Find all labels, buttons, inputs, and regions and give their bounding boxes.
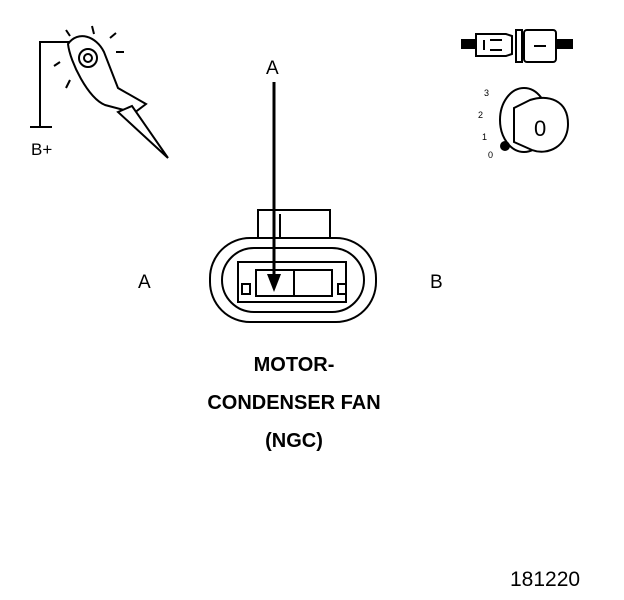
test-light-probe-icon [30, 25, 169, 159]
ignition-position-3: 3 [484, 88, 490, 98]
supply-label: B+ [31, 140, 53, 159]
disconnected-connector-icon [461, 29, 573, 63]
caption-line-3: (NGC) [265, 430, 323, 452]
ignition-position-1: 1 [482, 132, 488, 142]
ignition-position-2: 2 [478, 110, 484, 120]
caption-line-1: MOTOR- [253, 354, 335, 376]
left-terminal-label: A [138, 272, 151, 293]
ignition-key-label: 0 [534, 116, 547, 141]
caption-line-2: CONDENSER FAN [207, 392, 381, 414]
arrow-terminal-label: A [266, 58, 279, 79]
ignition-position-0: 0 [488, 150, 494, 160]
connector-housing [209, 209, 377, 323]
probe-arrow [267, 82, 281, 292]
figure-number: 181220 [510, 568, 581, 591]
right-terminal-label: B [430, 272, 443, 293]
terminal-b [293, 269, 333, 297]
ignition-key-icon [499, 87, 570, 153]
